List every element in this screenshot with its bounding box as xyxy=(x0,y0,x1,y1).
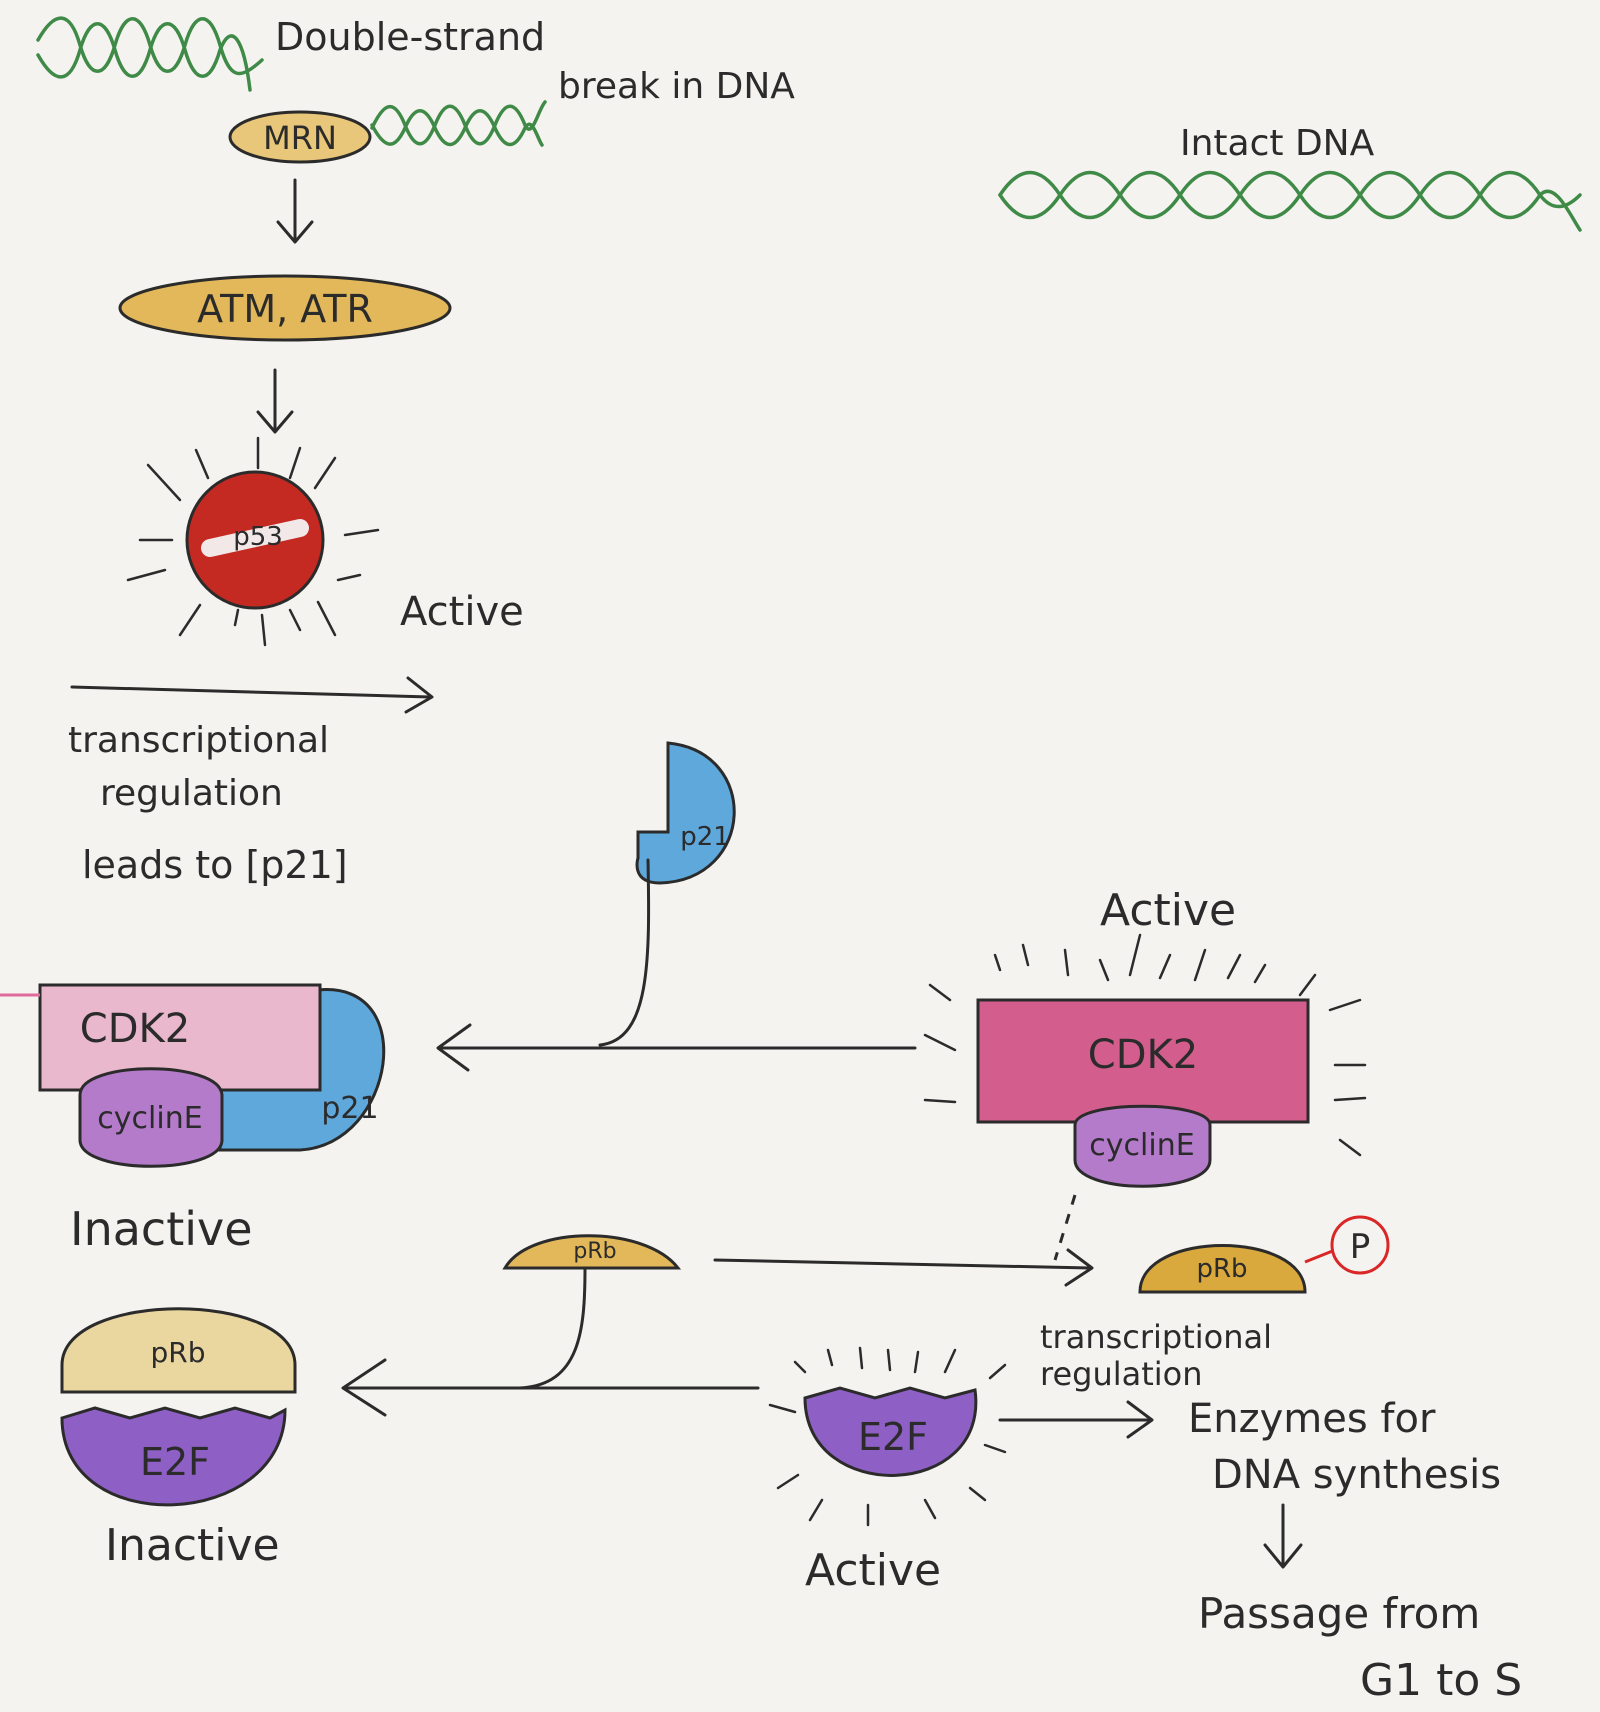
cdk2-active-label: CDK2 xyxy=(1088,1032,1198,1078)
e2f-bound xyxy=(60,1406,287,1507)
arrow-mrn-to-atm xyxy=(276,178,314,244)
arrow-e2f-to-enzymes xyxy=(998,1400,1154,1439)
phosphorylation-dashed-line xyxy=(1053,1194,1077,1261)
arrow-atm-to-p53 xyxy=(256,368,294,434)
e2f-complex-inactive-label: Inactive xyxy=(105,1520,280,1571)
prb-bound-label: pRb xyxy=(150,1336,205,1369)
mrn-complex xyxy=(228,110,372,164)
phosphate-link xyxy=(1304,1248,1336,1264)
intact-dna xyxy=(998,170,1582,232)
p21-bound-label: p21 xyxy=(321,1091,378,1126)
e2f-activity-rays xyxy=(768,1346,1007,1527)
e2f-active-state-label: Active xyxy=(805,1545,941,1596)
cdk2-activity-rays xyxy=(923,933,1367,1157)
atm-atr-label: ATM, ATR xyxy=(197,287,373,331)
dsb-label-line1: Double-strand xyxy=(275,15,545,59)
prb-phos-label: pRb xyxy=(1196,1254,1247,1284)
enzymes-line1: Enzymes for xyxy=(1188,1396,1436,1442)
p53-label: p53 xyxy=(233,522,283,552)
e2f-active-label: E2F xyxy=(858,1415,928,1459)
broken-dna xyxy=(36,16,547,147)
cyclinE-active xyxy=(1073,1104,1212,1188)
prb-free xyxy=(502,1234,682,1270)
enzymes-line2: DNA synthesis xyxy=(1212,1452,1501,1498)
p21-binding-line xyxy=(598,858,651,1047)
cyclinE-inactive-label: cyclinE xyxy=(97,1101,202,1136)
dsb-label-line2: break in DNA xyxy=(558,66,795,107)
prb-bound xyxy=(60,1307,297,1394)
phosphate-label: P xyxy=(1350,1227,1371,1267)
p53-active-label: Active xyxy=(400,589,524,635)
cdk2-inactive-label: CDK2 xyxy=(80,1006,190,1052)
prb-phosphorylated xyxy=(1138,1244,1307,1294)
phosphate-group xyxy=(1330,1215,1390,1275)
trans-reg-line1: transcriptional xyxy=(68,720,329,761)
trans-reg-line2: regulation xyxy=(100,773,283,814)
p53-highlight xyxy=(201,519,309,557)
prb-binding-line xyxy=(518,1266,587,1390)
passage-line1: Passage from xyxy=(1198,1589,1480,1638)
mrn-label: MRN xyxy=(263,119,337,157)
trans-reg2-line1: transcriptional xyxy=(1040,1318,1272,1356)
p53-activity-rays xyxy=(126,436,380,647)
e2f-active xyxy=(803,1386,978,1477)
cdk2-active xyxy=(976,998,1310,1124)
atm-atr-kinases xyxy=(118,274,452,342)
trans-reg2-line2: regulation xyxy=(1040,1355,1203,1393)
intact-dna-label: Intact DNA xyxy=(1180,123,1375,164)
cyclinE-inactive xyxy=(78,1067,224,1168)
arrow-enzymes-to-passage xyxy=(1263,1503,1303,1569)
arrow-transcriptional-regulation xyxy=(70,676,434,714)
p21-protein-free xyxy=(635,741,736,885)
cdk2-active-state-label: Active xyxy=(1100,885,1236,936)
p21-bound xyxy=(218,988,386,1152)
prb-free-label: pRb xyxy=(573,1239,616,1264)
e2f-bound-label: E2F xyxy=(140,1440,210,1484)
arrow-e2f-sequestration xyxy=(341,1358,760,1417)
cdk2-complex-inactive-label: Inactive xyxy=(70,1202,253,1256)
arrow-prb-phosphorylation xyxy=(713,1248,1094,1287)
cyclinE-active-label: cyclinE xyxy=(1089,1128,1194,1163)
trans-reg-line3: leads to [p21] xyxy=(82,843,348,887)
arrow-cdk2-inhibition xyxy=(436,1023,917,1072)
p21-free-label: p21 xyxy=(680,822,730,852)
passage-line2: G1 to S xyxy=(1360,1655,1522,1706)
